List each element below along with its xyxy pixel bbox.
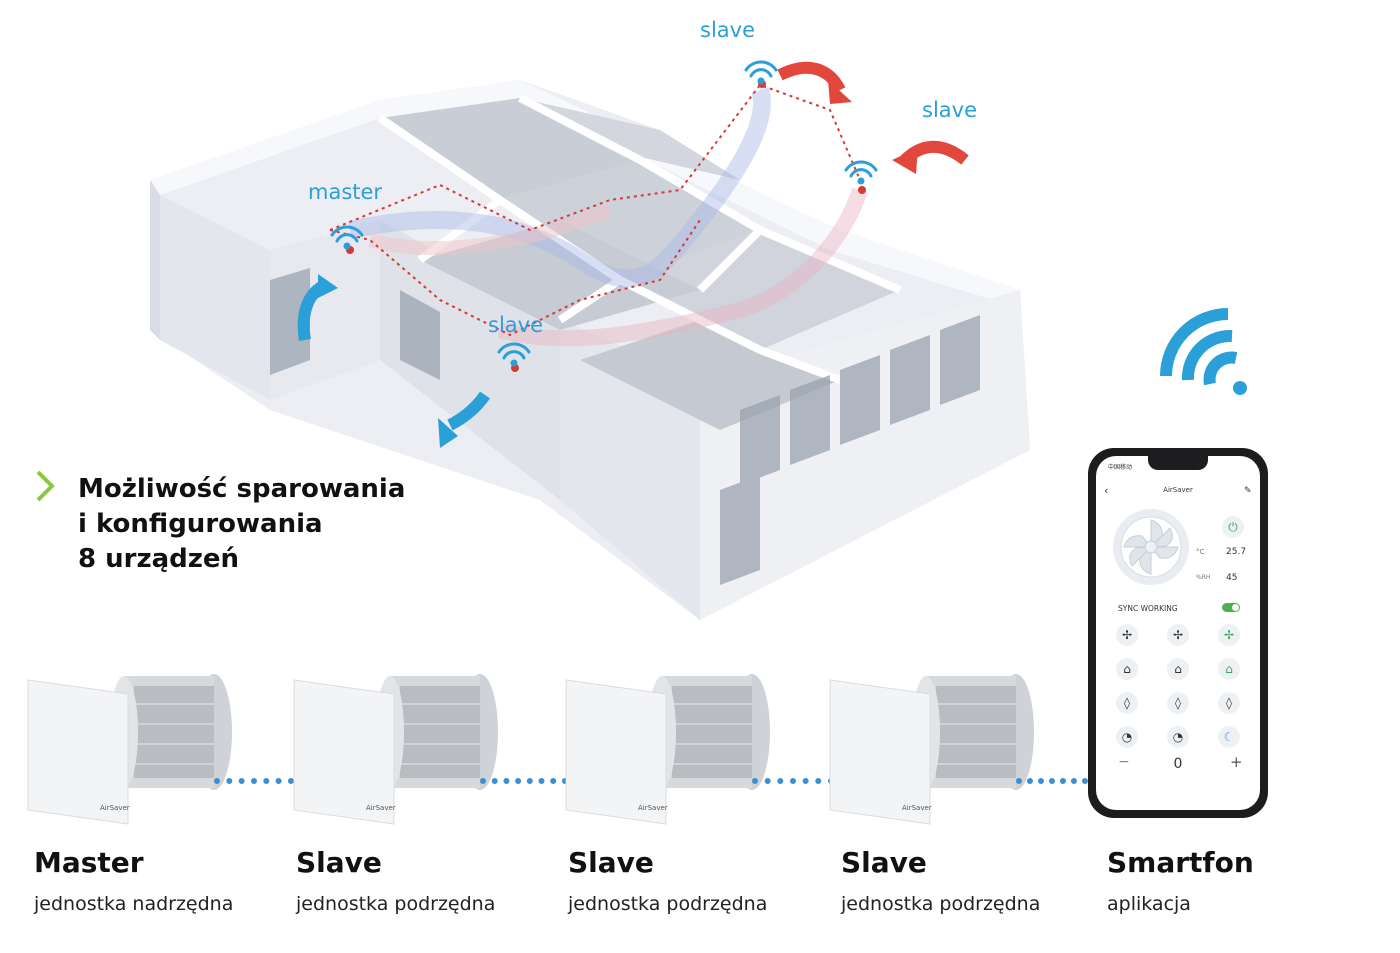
- temp-value: 25.7: [1226, 547, 1247, 557]
- humidity-mode-icon[interactable]: ◊: [1218, 692, 1240, 714]
- home-mode-icon[interactable]: ⌂: [1116, 658, 1138, 680]
- home-mode-icon[interactable]: ⌂: [1167, 658, 1189, 680]
- slave-label: slave: [700, 18, 755, 42]
- unit-title: Master: [34, 846, 144, 879]
- counter-value: 0: [1173, 756, 1183, 772]
- caption-slave: Slave jednostka podrzędna: [568, 846, 767, 915]
- sync-toggle[interactable]: [1222, 603, 1240, 612]
- fan-speed-high-icon[interactable]: ✢: [1218, 624, 1240, 646]
- night-mode-icon[interactable]: ☾: [1218, 726, 1240, 748]
- ventilation-unit-slave: AirSaver: [562, 664, 792, 834]
- pairing-link: [752, 778, 834, 790]
- ventilation-unit-slave: AirSaver: [290, 664, 520, 834]
- pairing-link: [480, 778, 568, 790]
- unit-title: Smartfon: [1107, 846, 1254, 879]
- fan-speed-mid-icon[interactable]: ✢: [1167, 624, 1189, 646]
- pairing-link: [214, 778, 294, 790]
- caption-smartphone: Smartfon aplikacja: [1107, 846, 1254, 915]
- caption-master: Master jednostka nadrzędna: [34, 846, 233, 915]
- unit-subtitle: aplikacja: [1107, 893, 1191, 915]
- airflow-out-arrow-icon: [438, 391, 490, 448]
- home-mode-icon[interactable]: ⌂: [1218, 658, 1240, 680]
- humidity-value: 45: [1226, 573, 1238, 583]
- pairing-link: [1016, 778, 1088, 790]
- airflow-out-arrow-icon: [777, 61, 852, 104]
- caption-slave: Slave jednostka podrzędna: [296, 846, 495, 915]
- app-title: AirSaver: [1163, 486, 1193, 494]
- fan-icon: [1113, 509, 1189, 585]
- brand-logo: AirSaver: [902, 804, 932, 812]
- headline: Możliwość sparowania i konfigurowania 8 …: [78, 472, 458, 577]
- carrier-label: 中国移动: [1108, 464, 1133, 471]
- wifi-icon: [1160, 308, 1247, 395]
- humidity-unit: %RH: [1196, 574, 1211, 581]
- airflow-in-arrow-icon: [297, 274, 338, 341]
- master-label: master: [308, 180, 383, 204]
- unit-subtitle: jednostka nadrzędna: [34, 893, 234, 915]
- timer-off-icon[interactable]: ◔: [1116, 726, 1138, 748]
- wifi-icon: [330, 60, 878, 367]
- smartphone: 中国移动 ‹ AirSaver ✎ ⏻ °C 25.7 %RH 45 SYNC …: [1088, 448, 1268, 818]
- unit-subtitle: jednostka podrzędna: [296, 893, 496, 915]
- brand-logo: AirSaver: [100, 804, 130, 812]
- power-icon[interactable]: ⏻: [1222, 516, 1244, 538]
- headline-line: i konfigurowania: [78, 509, 323, 539]
- chevron-right-icon: [36, 470, 55, 502]
- fan-speed-low-icon[interactable]: ✢: [1116, 624, 1138, 646]
- airflow-in-arrow-icon: [892, 140, 969, 174]
- slave-label: slave: [922, 98, 977, 122]
- headline-line: Możliwość sparowania: [78, 474, 406, 504]
- unit-title: Slave: [568, 846, 654, 879]
- ventilation-unit-slave: AirSaver: [826, 664, 1056, 834]
- app-screen: 中国移动 ‹ AirSaver ✎ ⏻ °C 25.7 %RH 45 SYNC …: [1096, 456, 1260, 810]
- ventilation-unit-master: AirSaver: [24, 664, 254, 834]
- timer-on-icon[interactable]: ◔: [1167, 726, 1189, 748]
- humidity-mode-icon[interactable]: ◊: [1167, 692, 1189, 714]
- increment-button[interactable]: +: [1230, 753, 1243, 771]
- brand-logo: AirSaver: [638, 804, 668, 812]
- slave-label: slave: [488, 313, 543, 337]
- unit-subtitle: jednostka podrzędna: [841, 893, 1041, 915]
- back-icon[interactable]: ‹: [1104, 484, 1109, 497]
- humidity-mode-icon[interactable]: ◊: [1116, 692, 1138, 714]
- decrement-button[interactable]: −: [1118, 754, 1130, 770]
- unit-title: Slave: [296, 846, 382, 879]
- unit-title: Slave: [841, 846, 927, 879]
- temp-unit: °C: [1196, 548, 1205, 556]
- headline-line: 8 urządzeń: [78, 544, 240, 574]
- edit-icon[interactable]: ✎: [1244, 486, 1252, 496]
- unit-subtitle: jednostka podrzędna: [568, 893, 768, 915]
- sync-label: SYNC WORKING: [1118, 604, 1178, 613]
- caption-slave: Slave jednostka podrzędna: [841, 846, 1040, 915]
- apartment-illustration: [150, 60, 1030, 620]
- brand-logo: AirSaver: [366, 804, 396, 812]
